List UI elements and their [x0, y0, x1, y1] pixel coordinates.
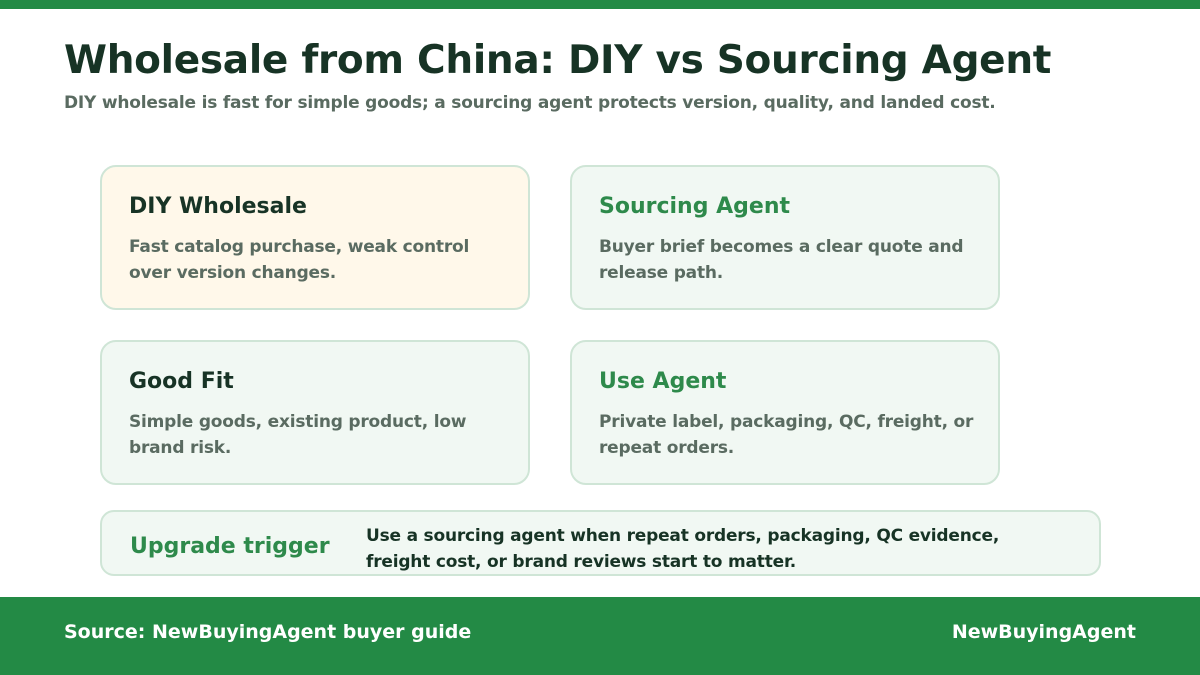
card-diy-wholesale: DIY Wholesale Fast catalog purchase, wea… — [100, 165, 530, 310]
page-title: Wholesale from China: DIY vs Sourcing Ag… — [64, 38, 1052, 83]
card-good-fit: Good Fit Simple goods, existing product,… — [100, 340, 530, 485]
page-subtitle: DIY wholesale is fast for simple goods; … — [64, 93, 996, 113]
upgrade-trigger-panel: Upgrade trigger Use a sourcing agent whe… — [100, 510, 1101, 576]
card-title: Use Agent — [599, 369, 727, 394]
card-sourcing-agent: Sourcing Agent Buyer brief becomes a cle… — [570, 165, 1000, 310]
top-accent-bar — [0, 0, 1200, 9]
card-body: Private label, packaging, QC, freight, o… — [599, 412, 974, 458]
footer-bar: Source: NewBuyingAgent buyer guide NewBu… — [0, 597, 1200, 675]
card-title: Good Fit — [129, 369, 234, 394]
card-body: Simple goods, existing product, low bran… — [129, 412, 467, 458]
upgrade-trigger-label: Upgrade trigger — [130, 534, 330, 559]
card-title: Sourcing Agent — [599, 194, 790, 219]
footer-source: Source: NewBuyingAgent buyer guide — [64, 621, 472, 643]
card-body: Buyer brief becomes a clear quote and re… — [599, 237, 964, 283]
card-use-agent: Use Agent Private label, packaging, QC, … — [570, 340, 1000, 485]
card-body: Fast catalog purchase, weak control over… — [129, 237, 470, 283]
upgrade-trigger-text: Use a sourcing agent when repeat orders,… — [366, 526, 1000, 572]
footer-brand: NewBuyingAgent — [951, 621, 1136, 643]
card-title: DIY Wholesale — [129, 194, 307, 219]
